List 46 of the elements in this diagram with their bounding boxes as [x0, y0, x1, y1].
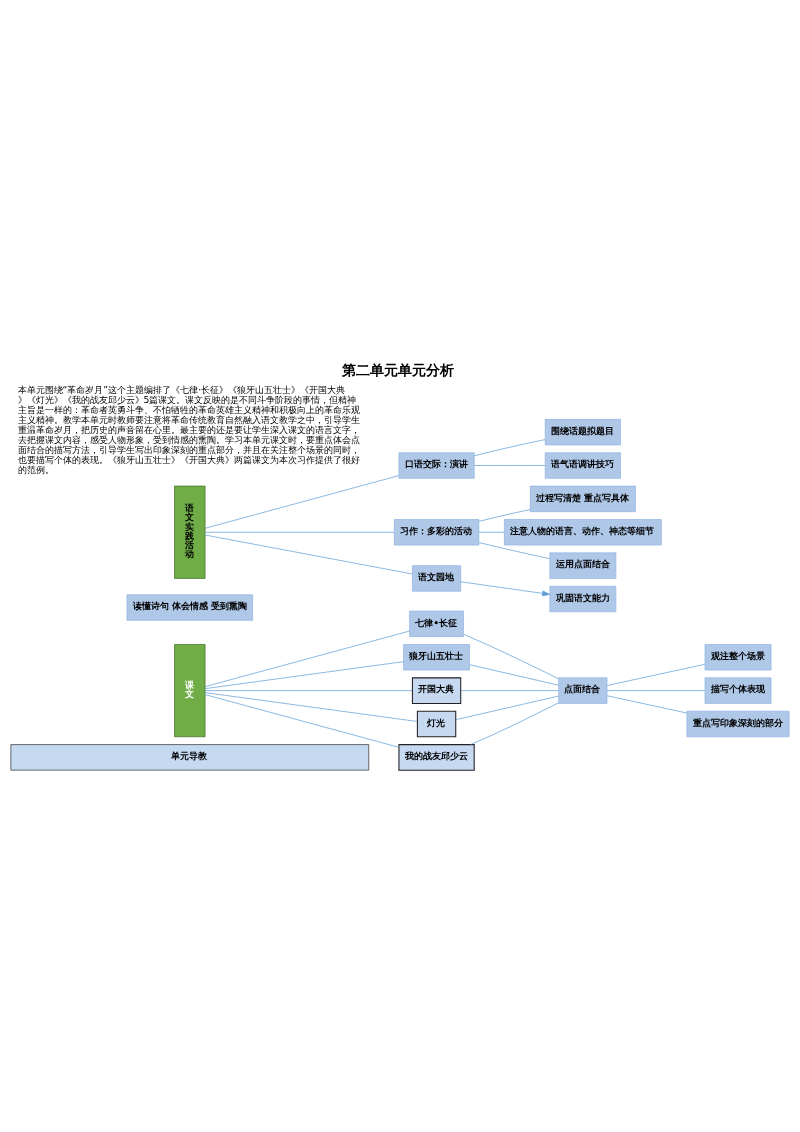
node-box: 灯光: [416, 710, 457, 738]
node-box: 语气语调讲技巧: [544, 452, 621, 479]
connector: [455, 695, 559, 721]
node-box: 注意人物的语言、动作、神态等细节: [504, 519, 662, 546]
node-box: 描写个体表现: [704, 677, 772, 704]
node-box: 观注整个场景: [704, 644, 772, 671]
connector: [478, 509, 531, 522]
connector: [469, 664, 560, 686]
node-box: 重点写印象深刻的部分: [686, 710, 790, 738]
connector: [606, 695, 688, 714]
connector: [606, 690, 706, 691]
connector: [204, 692, 418, 722]
label: 本单元围绕“革命岁月”这个主题编排了《七律·长征》《狼牙山五壮士》《开国大典》《灯光》《我的战友邱少云》5篇课文。课文反映的是不同斗争阶段的事情，但精神主旨是一样的：革命者英勇斗争、不怕牺牲的革命英雄主义精神和积极向上的革命乐观主义精神。教学本单元时教师要注意将革命传统教育自然融入语文教学之中，引导学生重温革命岁月，把历史的声音留在心里。最主要的还是要让学生深入课文的语言文字，去把握课文内容，感受人物形象，受到情感的熏陶。学习本单元课文时，要重点体会点面结合的描写方法，引导学生写出印象深刻的重点部分，并且在关注整个场景的同时，也要描写个体的表现。《狼牙山五壮士》《开国大典》两篇课文为本次习作提供了很好的范例。: [17, 384, 360, 475]
node-box: 巩固语文能力: [549, 585, 617, 613]
node-box: 过程写清楚 重点写具体: [529, 485, 636, 513]
node-box: 狼牙山五壮士: [403, 644, 470, 671]
node-box: 点面结合: [558, 677, 608, 704]
connector: [460, 690, 559, 691]
node-box: 语文实践活动: [174, 485, 206, 579]
connector: [473, 465, 546, 466]
connector: [478, 542, 551, 560]
connector: [204, 690, 413, 691]
node-box: 围绕话题拟题目: [544, 419, 621, 446]
node-box: 读懂诗句 体会情感 受到熏陶: [126, 594, 253, 621]
connector: [463, 634, 559, 680]
connector: [474, 439, 546, 457]
node-box: 语文园地: [412, 565, 462, 592]
node-box: 口语交际：演讲: [398, 452, 475, 479]
connector: [470, 702, 559, 745]
connector: [204, 475, 400, 529]
connector: [606, 663, 706, 686]
node-box: 开国大典: [411, 677, 462, 704]
connector: [478, 531, 505, 533]
node-box: 课文: [174, 644, 206, 738]
connector: [204, 534, 413, 575]
connector: [204, 531, 395, 533]
diagram-title: 第二单元单元分析: [342, 362, 455, 379]
node-box: 我的战友邱少云: [398, 744, 475, 771]
connector: [204, 694, 400, 748]
node-box: 单元导教: [10, 744, 370, 771]
arrow: [460, 581, 550, 597]
node-box: 七律•长征: [409, 610, 464, 637]
node-box: 习作：多彩的活动: [393, 519, 480, 546]
node-box: 运用点面结合: [549, 552, 617, 579]
connector: [204, 661, 404, 689]
connector: [204, 630, 410, 687]
